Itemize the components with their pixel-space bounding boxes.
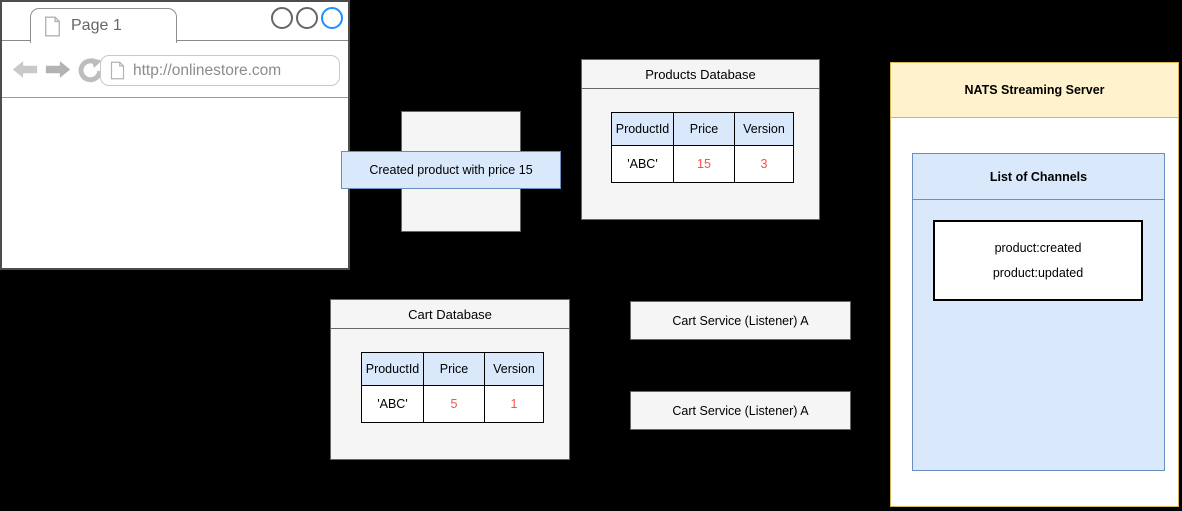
browser-tab[interactable]: Page 1 bbox=[30, 8, 177, 43]
cell-version: 3 bbox=[734, 145, 794, 183]
url-page-icon bbox=[110, 61, 125, 80]
back-icon[interactable] bbox=[11, 57, 39, 82]
table-row: 'ABC' 5 1 bbox=[361, 385, 544, 423]
col-header-price: Price bbox=[673, 112, 735, 146]
cell-version: 1 bbox=[484, 385, 544, 423]
table-row: 'ABC' 15 3 bbox=[611, 145, 794, 183]
col-header-version: Version bbox=[734, 112, 794, 146]
tab-title: Page 1 bbox=[71, 17, 122, 34]
products-database-box: Products Database ProductId Price Versio… bbox=[581, 59, 820, 220]
tab-page-icon bbox=[45, 15, 60, 37]
browser-window: Page 1 h bbox=[0, 0, 350, 270]
url-bar[interactable]: http://onlinestore.com bbox=[100, 55, 340, 86]
cart-service-label: Cart Service (Listener) A bbox=[672, 403, 809, 418]
browser-page-content bbox=[2, 99, 348, 268]
window-control-circle-1[interactable] bbox=[271, 7, 293, 29]
col-header-version: Version bbox=[484, 352, 544, 386]
nats-panel-title: NATS Streaming Server bbox=[891, 63, 1178, 118]
browser-toolbar: http://onlinestore.com bbox=[2, 42, 348, 98]
window-control-circle-2[interactable] bbox=[296, 7, 318, 29]
col-header-price: Price bbox=[423, 352, 485, 386]
refresh-icon[interactable] bbox=[77, 58, 102, 83]
browser-tab-bar: Page 1 bbox=[2, 2, 348, 43]
products-database-table: ProductId Price Version 'ABC' 15 3 bbox=[611, 112, 794, 183]
url-text: http://onlinestore.com bbox=[133, 61, 282, 79]
channel-item-product-created: product:created bbox=[994, 241, 1082, 255]
table-header-row: ProductId Price Version bbox=[361, 352, 544, 386]
nats-streaming-server-panel: NATS Streaming Server List of Channels p… bbox=[890, 62, 1179, 507]
list-of-channels-title: List of Channels bbox=[913, 154, 1164, 200]
cell-productid: 'ABC' bbox=[361, 385, 424, 423]
window-control-circle-active[interactable] bbox=[321, 7, 343, 29]
col-header-productid: ProductId bbox=[361, 352, 424, 386]
window-controls bbox=[271, 7, 343, 29]
created-product-label: Created product with price 15 bbox=[341, 151, 561, 189]
list-of-channels-box: List of Channels product:created product… bbox=[912, 153, 1165, 471]
cart-service-listener-box-2: Cart Service (Listener) A bbox=[630, 391, 851, 430]
cell-price: 5 bbox=[423, 385, 485, 423]
cell-price: 15 bbox=[673, 145, 735, 183]
channel-item-product-updated: product:updated bbox=[992, 266, 1084, 280]
channel-list: product:created product:updated bbox=[933, 220, 1143, 301]
cart-service-listener-box-1: Cart Service (Listener) A bbox=[630, 301, 851, 340]
forward-icon[interactable] bbox=[44, 57, 72, 82]
col-header-productid: ProductId bbox=[611, 112, 674, 146]
cart-service-label: Cart Service (Listener) A bbox=[672, 313, 809, 328]
cart-database-table: ProductId Price Version 'ABC' 5 1 bbox=[361, 352, 544, 423]
cart-database-title: Cart Database bbox=[331, 300, 569, 329]
created-product-label-text: Created product with price 15 bbox=[369, 163, 533, 177]
products-database-title: Products Database bbox=[582, 60, 819, 89]
cell-productid: 'ABC' bbox=[611, 145, 674, 183]
cart-database-box: Cart Database ProductId Price Version 'A… bbox=[330, 299, 570, 460]
table-header-row: ProductId Price Version bbox=[611, 112, 794, 146]
